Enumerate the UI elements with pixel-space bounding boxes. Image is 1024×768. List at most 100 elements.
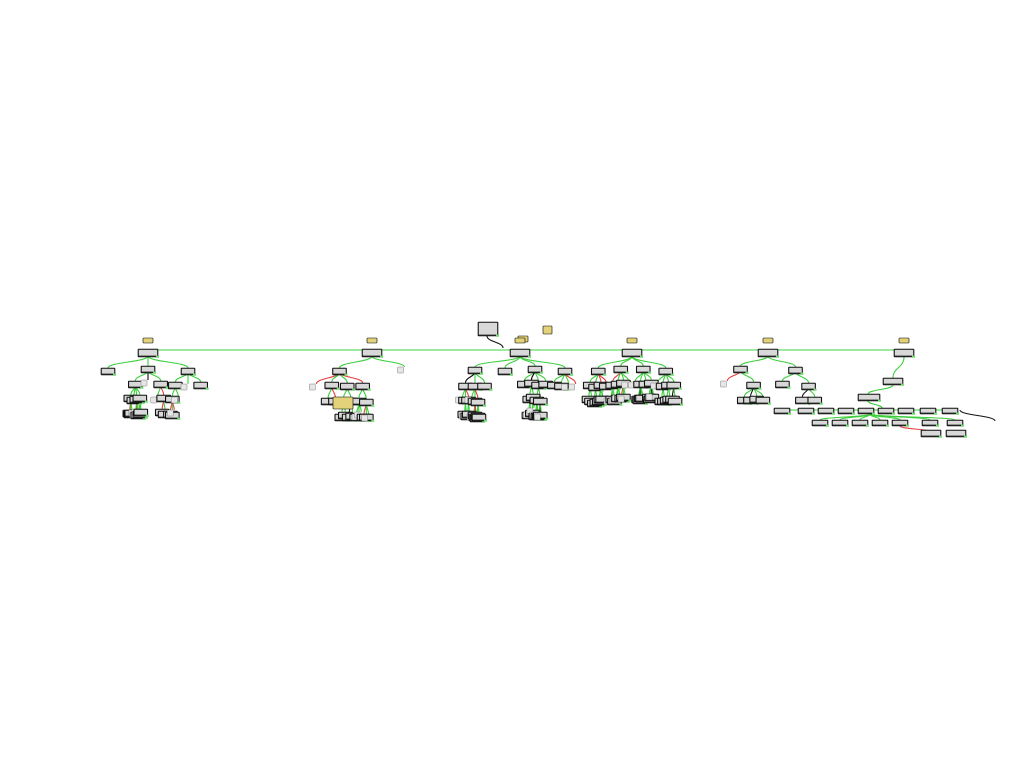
state-node[interactable] — [945, 429, 967, 438]
state-node[interactable] — [180, 367, 196, 376]
state-node[interactable] — [477, 382, 493, 391]
leaf-node[interactable] — [361, 414, 368, 422]
state-node[interactable] — [140, 365, 156, 374]
state-node[interactable] — [590, 367, 607, 376]
state-node[interactable] — [746, 381, 762, 390]
state-node[interactable] — [882, 377, 904, 386]
leaf-node[interactable] — [140, 379, 148, 387]
comment-box[interactable] — [332, 396, 354, 410]
leaf-node[interactable] — [167, 409, 174, 417]
state-node[interactable] — [857, 393, 881, 402]
leaf-node[interactable] — [180, 383, 188, 391]
edge — [959, 409, 996, 422]
edge — [867, 400, 883, 409]
state-node[interactable] — [471, 413, 487, 422]
leaf-node[interactable] — [568, 383, 575, 391]
state-node[interactable] — [941, 407, 959, 415]
edge — [869, 413, 956, 421]
leaf-node[interactable] — [397, 366, 404, 374]
edge — [107, 355, 149, 369]
state-node[interactable] — [355, 382, 371, 391]
state-node[interactable] — [667, 397, 684, 406]
state-node[interactable] — [359, 398, 375, 407]
edge — [519, 355, 566, 369]
leaf-node[interactable] — [309, 383, 316, 391]
root-node[interactable] — [477, 321, 499, 337]
branch-tag-3[interactable] — [626, 337, 638, 344]
branch-root-0[interactable] — [137, 348, 159, 358]
state-node[interactable] — [797, 407, 815, 415]
state-node[interactable] — [755, 396, 771, 405]
state-node[interactable] — [801, 382, 817, 391]
edge — [338, 355, 373, 369]
edge — [819, 413, 871, 421]
state-node[interactable] — [946, 419, 964, 427]
edge — [739, 355, 769, 367]
leaf-node[interactable] — [617, 395, 625, 403]
state-node[interactable] — [921, 419, 939, 427]
branch-tag-1[interactable] — [366, 337, 378, 344]
leaf-node[interactable] — [150, 396, 157, 404]
state-node[interactable] — [613, 365, 629, 374]
state-node[interactable] — [532, 397, 549, 406]
state-node[interactable] — [837, 407, 855, 415]
leaf-node[interactable] — [561, 383, 568, 391]
state-node[interactable] — [773, 407, 791, 415]
state-node[interactable] — [497, 367, 513, 376]
leaf-node[interactable] — [720, 380, 727, 388]
state-node[interactable] — [332, 367, 348, 376]
leaf-node[interactable] — [621, 381, 628, 389]
leaf-node[interactable] — [171, 396, 178, 404]
node-layer — [100, 321, 967, 438]
leaf-node[interactable] — [645, 393, 653, 401]
branch-tag-0[interactable] — [142, 337, 154, 344]
branch-root-2[interactable] — [509, 348, 531, 358]
branch-root-4[interactable] — [757, 348, 779, 358]
state-node[interactable] — [891, 419, 909, 427]
state-node[interactable] — [733, 365, 749, 374]
leaf-node[interactable] — [534, 413, 541, 421]
state-node[interactable] — [919, 407, 937, 415]
state-node[interactable] — [527, 365, 543, 374]
state-node[interactable] — [339, 382, 356, 391]
state-node[interactable] — [897, 407, 915, 415]
edge — [371, 355, 406, 368]
branch-tag-4[interactable] — [762, 337, 774, 344]
state-node[interactable] — [831, 419, 849, 427]
state-node[interactable] — [920, 429, 942, 438]
root-edge — [486, 335, 504, 349]
state-node[interactable] — [133, 408, 149, 417]
side-tag[interactable] — [542, 325, 553, 335]
edge — [504, 355, 521, 369]
state-node[interactable] — [467, 366, 483, 375]
state-node[interactable] — [324, 381, 340, 390]
state-node[interactable] — [193, 381, 209, 390]
edge — [147, 355, 189, 369]
state-node[interactable] — [851, 419, 869, 427]
state-node[interactable] — [871, 419, 889, 427]
edge — [892, 356, 905, 379]
state-node[interactable] — [132, 394, 148, 403]
state-node[interactable] — [153, 380, 169, 389]
branch-root-1[interactable] — [361, 348, 383, 358]
branch-tag-2[interactable] — [514, 337, 526, 344]
state-node[interactable] — [775, 380, 791, 389]
branch-tag-5[interactable] — [898, 337, 910, 344]
state-node[interactable] — [658, 367, 674, 376]
branch-root-5[interactable] — [893, 348, 915, 358]
state-node[interactable] — [788, 366, 804, 375]
state-node[interactable] — [877, 407, 895, 415]
state-node[interactable] — [807, 396, 823, 405]
branch-root-3[interactable] — [621, 348, 643, 358]
state-node[interactable] — [666, 381, 682, 390]
state-node[interactable] — [811, 419, 829, 427]
edge — [767, 355, 797, 368]
state-node[interactable] — [817, 407, 835, 415]
state-node[interactable] — [100, 367, 116, 376]
state-node[interactable] — [557, 367, 573, 376]
state-node[interactable] — [470, 398, 487, 407]
edge — [631, 355, 667, 369]
state-node[interactable] — [857, 407, 875, 415]
state-node[interactable] — [635, 365, 652, 374]
